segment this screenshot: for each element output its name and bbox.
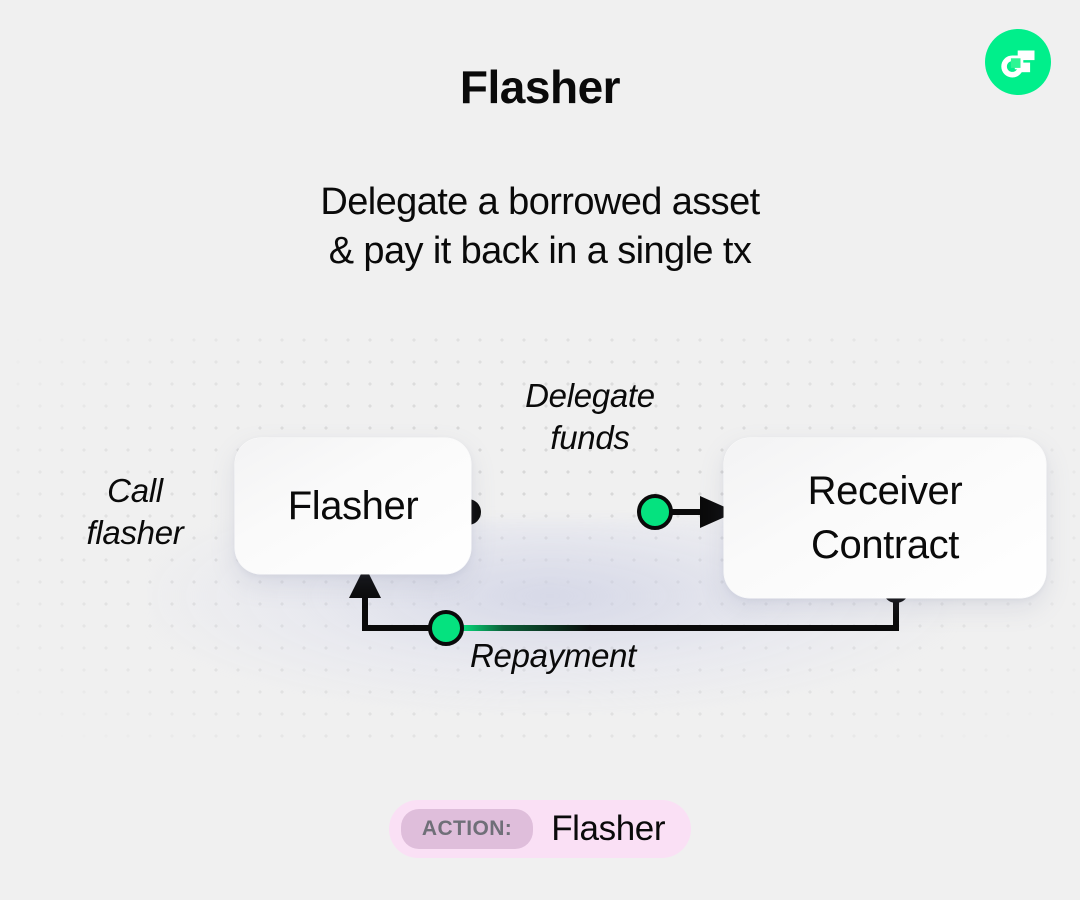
node-flasher-label: Flasher xyxy=(287,483,419,528)
subtitle-line-2: & pay it back in a single tx xyxy=(328,230,752,272)
edge-label-delegate-line-1: Delegate xyxy=(525,377,655,414)
edge-label-delegate-line-2: funds xyxy=(550,419,630,456)
node-receiver-label: Receiver Contract xyxy=(808,464,963,572)
connector-node-delegate xyxy=(637,494,673,530)
flow-logo-icon xyxy=(1001,50,1035,78)
node-receiver-label-line-1: Receiver xyxy=(807,469,963,513)
node-flasher[interactable]: Flasher xyxy=(235,438,471,574)
edge-label-delegate-funds: Delegate funds xyxy=(470,375,710,459)
flow-logo xyxy=(985,29,1051,95)
connector-delegate xyxy=(455,494,736,530)
edge-label-call-line-1: Call xyxy=(107,472,163,509)
edge-label-call-flasher: Call flasher xyxy=(35,470,235,554)
page-subtitle: Delegate a borrowed asset & pay it back … xyxy=(0,178,1080,276)
subtitle-line-1: Delegate a borrowed asset xyxy=(320,181,760,223)
action-badge-wrap: ACTION: Flasher xyxy=(0,800,1080,858)
page-title: Flasher xyxy=(459,61,621,113)
edge-label-call-line-2: flasher xyxy=(86,514,184,551)
edge-label-repayment-line-1: Repayment xyxy=(470,637,637,674)
node-receiver-contract[interactable]: Receiver Contract xyxy=(724,438,1046,598)
flow-diagram: Call flasher Delegate funds Repayment xyxy=(0,320,1080,750)
action-badge[interactable]: ACTION: Flasher xyxy=(388,800,692,858)
edge-label-repayment: Repayment xyxy=(470,635,740,677)
action-badge-tag: ACTION: xyxy=(400,809,534,849)
connector-node-repayment xyxy=(428,610,464,646)
action-badge-value: Flasher xyxy=(551,809,666,848)
node-receiver-label-line-2: Contract xyxy=(811,523,959,567)
